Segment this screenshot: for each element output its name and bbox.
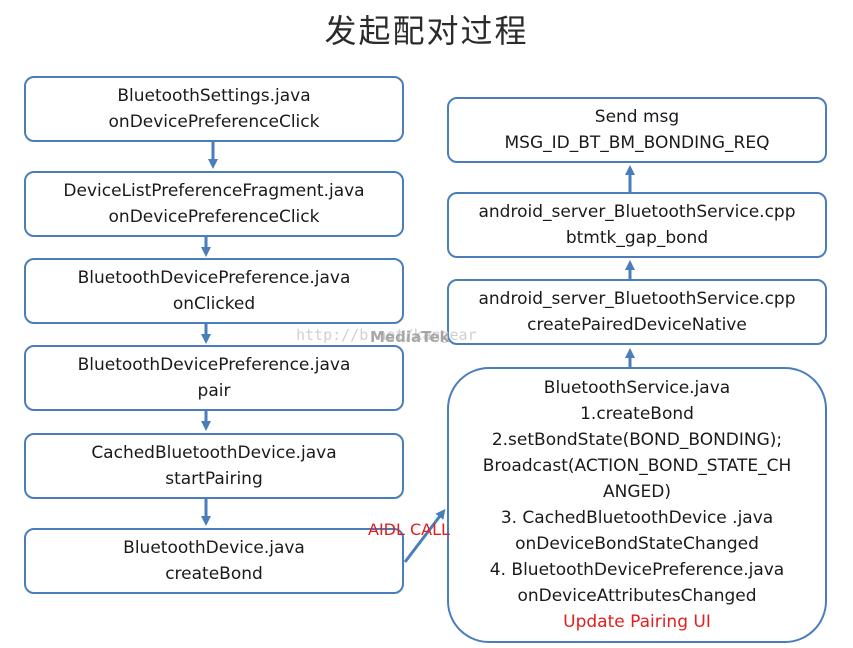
box-line: BluetoothDevicePreference.java — [77, 355, 351, 375]
box-bluetooth-device: BluetoothDevice.java createBond — [24, 528, 404, 594]
box-line: startPairing — [165, 469, 263, 489]
box-bluetooth-service: BluetoothService.java 1.createBond 2.set… — [447, 367, 827, 643]
box-bluetooth-settings: BluetoothSettings.java onDevicePreferenc… — [24, 76, 404, 142]
box-line: onDeviceBondStateChanged — [515, 534, 759, 554]
box-line: createPairedDeviceNative — [527, 315, 747, 335]
box-line: createBond — [165, 564, 263, 584]
box-line: Send msg — [594, 107, 680, 127]
box-line: CachedBluetoothDevice.java — [91, 443, 337, 463]
box-create-paired-native: android_server_BluetoothService.cpp crea… — [447, 279, 827, 345]
box-cached-device: CachedBluetoothDevice.java startPairing — [24, 433, 404, 499]
box-line: BluetoothDevice.java — [123, 538, 305, 558]
box-line: 4. BluetoothDevicePreference.java — [489, 560, 785, 580]
box-line: pair — [197, 381, 231, 401]
update-pairing-ui-text: Update Pairing UI — [563, 612, 711, 632]
box-line: btmtk_gap_bond — [565, 228, 709, 248]
box-line: android_server_BluetoothService.cpp — [478, 202, 796, 222]
box-gap-bond: android_server_BluetoothService.cpp btmt… — [447, 192, 827, 258]
box-line: 3. CachedBluetoothDevice .java — [500, 508, 774, 528]
box-device-preference-onclicked: BluetoothDevicePreference.java onClicked — [24, 258, 404, 324]
box-line: DeviceListPreferenceFragment.java — [63, 181, 365, 201]
box-line: MSG_ID_BT_BM_BONDING_REQ — [504, 133, 770, 153]
box-line: BluetoothSettings.java — [117, 86, 311, 106]
box-line: 2.setBondState(BOND_BONDING); — [491, 430, 783, 450]
aidl-call-label: AIDL CALL — [368, 520, 450, 539]
watermark-brand: MediaTek — [370, 328, 450, 346]
box-send-msg: Send msg MSG_ID_BT_BM_BONDING_REQ — [447, 97, 827, 163]
box-line: 1.createBond — [580, 404, 694, 424]
box-line: android_server_BluetoothService.cpp — [478, 289, 796, 309]
box-line: onDeviceAttributesChanged — [517, 586, 757, 606]
box-line: BluetoothService.java — [543, 378, 731, 398]
diagram-title: 发起配对过程 — [324, 12, 529, 50]
box-line: onClicked — [172, 294, 256, 314]
box-device-preference-pair: BluetoothDevicePreference.java pair — [24, 345, 404, 411]
watermark-url: http://b net/kangear — [296, 326, 477, 344]
box-line: onDevicePreferenceClick — [108, 112, 320, 132]
box-device-list-fragment: DeviceListPreferenceFragment.java onDevi… — [24, 171, 404, 237]
box-line: Broadcast(ACTION_BOND_STATE_CH — [482, 456, 792, 476]
box-line: onDevicePreferenceClick — [108, 207, 320, 227]
box-line: ANGED) — [603, 482, 671, 502]
box-line: BluetoothDevicePreference.java — [77, 268, 351, 288]
